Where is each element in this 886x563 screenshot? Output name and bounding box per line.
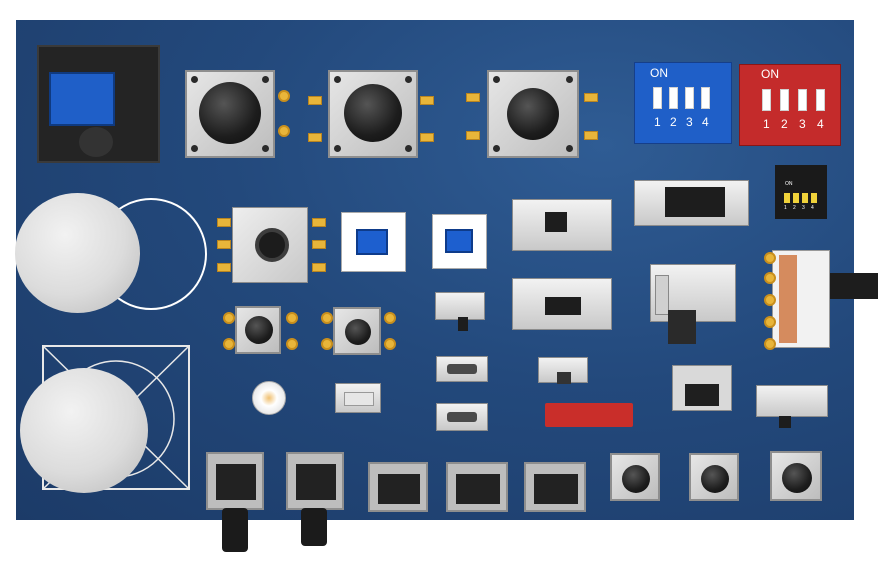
pad <box>278 125 290 137</box>
tactile-button-2[interactable] <box>328 70 418 158</box>
side-slide-switch[interactable] <box>756 385 828 428</box>
tactile-button-4[interactable] <box>610 453 660 501</box>
pad <box>466 93 480 102</box>
rotary-encoder[interactable] <box>232 207 308 283</box>
toggle-lever[interactable] <box>668 310 696 344</box>
pad <box>312 263 326 272</box>
round-led-button[interactable] <box>252 381 286 415</box>
tall-button-2[interactable] <box>286 452 344 510</box>
dip-switch-blue[interactable]: ON 1 2 3 4 <box>634 62 732 144</box>
dip-number: 3 <box>686 115 693 129</box>
small-tactile-button-1[interactable] <box>235 306 281 354</box>
pad <box>764 252 776 264</box>
tall-button-5[interactable] <box>524 462 586 512</box>
tall-button-4[interactable] <box>446 462 508 512</box>
dip-switch-small[interactable]: ON 1 2 3 4 <box>775 165 827 219</box>
pad <box>321 338 333 350</box>
dip-number: 4 <box>702 115 709 129</box>
pad <box>217 263 231 272</box>
mini-push-button[interactable] <box>335 383 381 413</box>
tactile-button-6[interactable] <box>770 451 822 501</box>
pad <box>764 272 776 284</box>
pad <box>223 338 235 350</box>
pad <box>312 218 326 227</box>
tall-button-2-stem <box>301 508 327 546</box>
tactile-button-5[interactable] <box>689 453 739 501</box>
dip-number: 3 <box>802 205 805 211</box>
vertical-slide-switch[interactable] <box>772 250 830 348</box>
pad <box>308 133 322 142</box>
pad <box>308 96 322 105</box>
slide-lever[interactable] <box>830 273 878 299</box>
tall-button-3[interactable] <box>368 462 428 512</box>
dip-number: 4 <box>817 117 824 131</box>
dip-number: 1 <box>784 205 787 211</box>
rocker-switch[interactable] <box>37 45 160 163</box>
smd-slide-switch[interactable] <box>538 357 588 384</box>
dip-number: 1 <box>763 117 770 131</box>
pad <box>420 133 434 142</box>
pad <box>384 312 396 324</box>
slide-switch-2[interactable] <box>512 278 612 330</box>
dip-on-label: ON <box>785 181 793 187</box>
dip-on-label: ON <box>650 66 668 80</box>
dip-number: 2 <box>670 115 677 129</box>
slide-switch-long[interactable] <box>634 180 749 226</box>
dip-number: 2 <box>793 205 796 211</box>
pad <box>312 240 326 249</box>
pad <box>584 93 598 102</box>
pad <box>286 338 298 350</box>
rocker-lever <box>79 127 113 157</box>
tactile-button-3[interactable] <box>487 70 579 158</box>
potentiometer-knob-2[interactable] <box>20 368 148 493</box>
micro-switch-1[interactable] <box>341 212 406 272</box>
dip-number: 4 <box>811 205 814 211</box>
pad <box>764 294 776 306</box>
dip-number: 1 <box>654 115 661 129</box>
pad <box>466 131 480 140</box>
micro-switch-2[interactable] <box>432 214 487 269</box>
smd-toggle[interactable] <box>672 365 732 411</box>
dip-switch-red[interactable]: ON 1 2 3 4 <box>739 64 841 146</box>
smd-button-1[interactable] <box>436 356 488 382</box>
pad <box>384 338 396 350</box>
pad <box>321 312 333 324</box>
small-tactile-button-2[interactable] <box>333 307 381 355</box>
pad <box>223 312 235 324</box>
reed-switch <box>545 403 633 427</box>
dip-on-label: ON <box>761 67 779 81</box>
pad <box>286 312 298 324</box>
tall-button-1[interactable] <box>206 452 264 510</box>
pad <box>420 96 434 105</box>
mini-slide-switch[interactable] <box>435 292 485 331</box>
pad <box>278 90 290 102</box>
pad <box>764 338 776 350</box>
dip-number: 3 <box>799 117 806 131</box>
dip-number: 2 <box>781 117 788 131</box>
pad <box>584 131 598 140</box>
pad <box>217 218 231 227</box>
pad <box>764 316 776 328</box>
smd-button-2[interactable] <box>436 403 488 431</box>
potentiometer-knob-1[interactable] <box>15 193 140 313</box>
pad <box>217 240 231 249</box>
tactile-button-1[interactable] <box>185 70 275 158</box>
tall-button-1-stem <box>222 508 248 552</box>
slide-switch-1[interactable] <box>512 199 612 251</box>
rocker-window <box>49 72 115 126</box>
